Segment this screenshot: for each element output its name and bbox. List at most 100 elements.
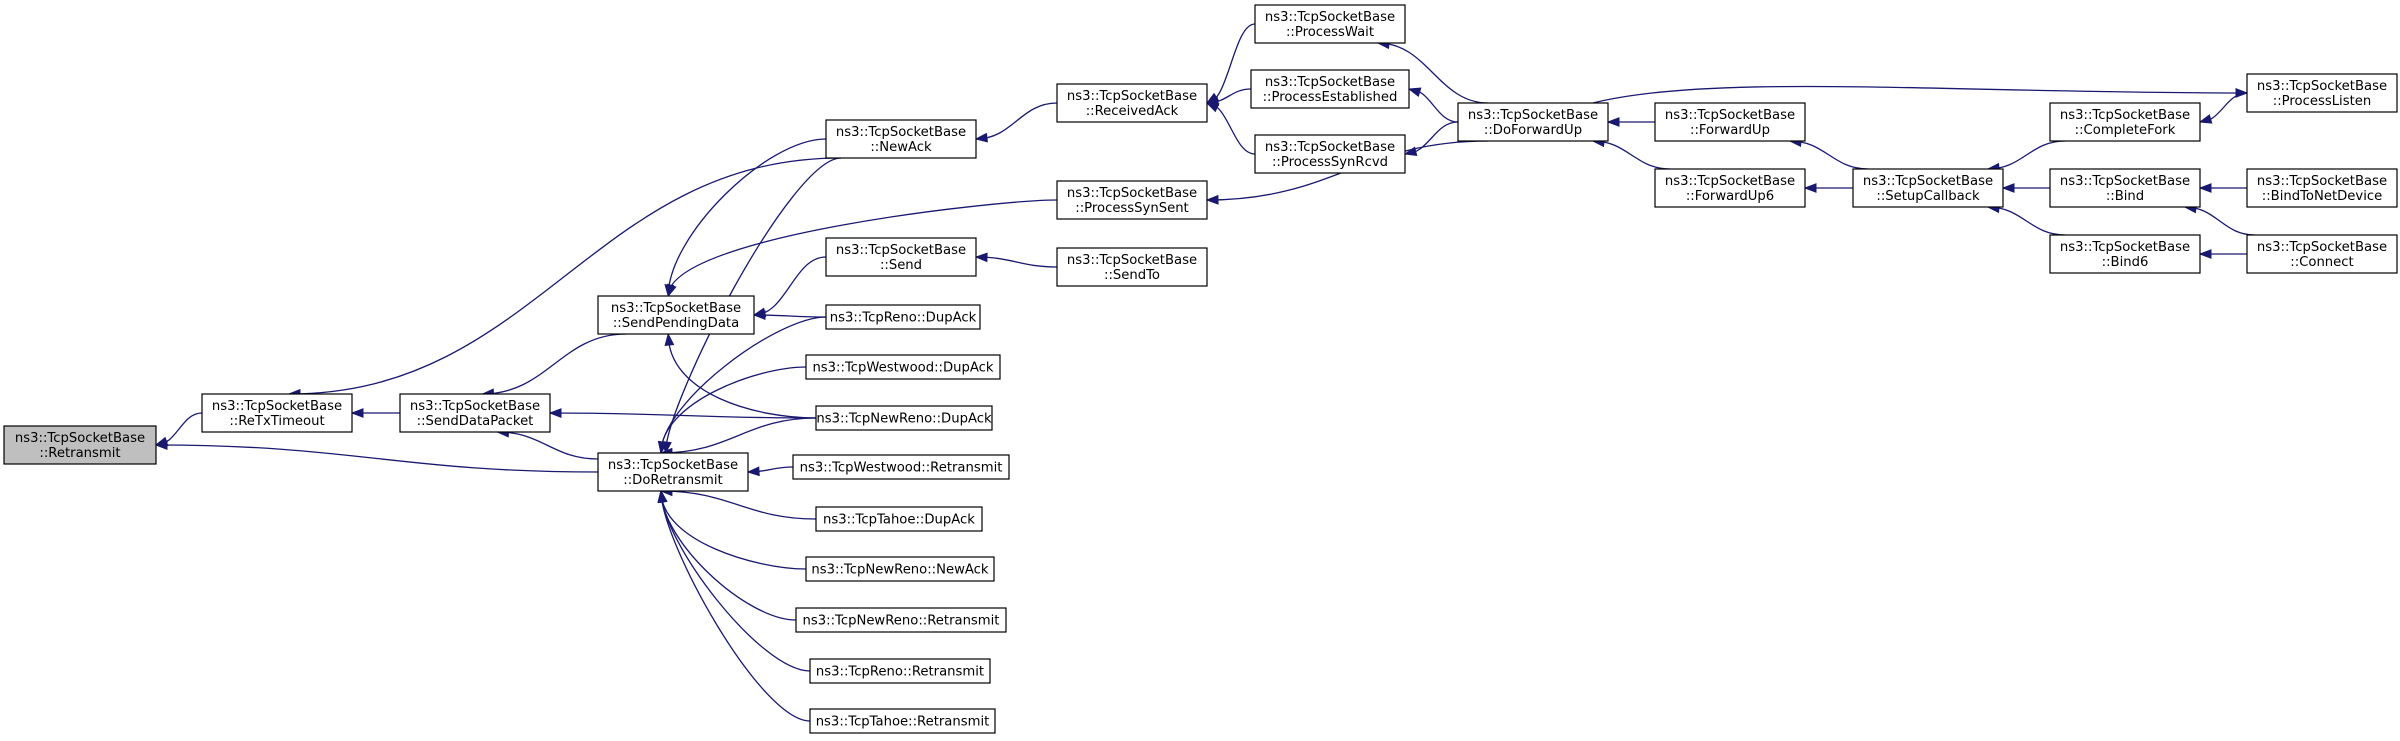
edge-doforwardup-to-processlisten (1592, 85, 2249, 104)
node-box (795, 607, 1007, 633)
arrow-head (657, 489, 668, 503)
edge-processwait-to-receivedack (1205, 23, 1256, 104)
node-processestablished[interactable]: ns3::TcpSocketBase::ProcessEstablished (1250, 69, 1410, 109)
node-connect[interactable]: ns3::TcpSocketBase::Connect (2246, 234, 2398, 274)
node-box (809, 658, 991, 684)
edge-bindtonetdevice-to-bind (2198, 183, 2247, 193)
node-receivedack[interactable]: ns3::TcpSocketBase::ReceivedAck (1056, 83, 1208, 123)
node-retransmit[interactable]: ns3::TcpSocketBase::Retransmit (3, 425, 157, 465)
node-forwardup[interactable]: ns3::TcpSocketBase::ForwardUp (1654, 102, 1806, 142)
node-label-line: ::SendDataPacket (417, 414, 534, 429)
node-tcptahoe-dupack[interactable]: ns3::TcpTahoe::DupAck (815, 506, 983, 532)
node-label-line: ::ProcessSynSent (1075, 201, 1188, 216)
node-label-line: ns3::TcpSocketBase (1665, 174, 1795, 189)
node-setupcallback[interactable]: ns3::TcpSocketBase::SetupCallback (1852, 168, 2004, 208)
edge-line (288, 157, 842, 395)
node-retxtimeout[interactable]: ns3::TcpSocketBase::ReTxTimeout (201, 393, 353, 433)
node-processwait[interactable]: ns3::TcpSocketBase::ProcessWait (1254, 4, 1406, 44)
node-tcpwestwood-retransmit[interactable]: ns3::TcpWestwood::Retransmit (792, 454, 1010, 480)
edge-doretransmit-to-retransmit (154, 440, 599, 473)
edge-line (482, 333, 627, 395)
node-label-line: ns3::TcpSocketBase (15, 431, 145, 446)
node-label-line: ns3::TcpSocketBase (2257, 174, 2387, 189)
node-label-line: ::DoForwardUp (1484, 123, 1582, 138)
node-tcpreno-retransmit[interactable]: ns3::TcpReno::Retransmit (809, 658, 991, 684)
node-tcpwestwood-dupack[interactable]: ns3::TcpWestwood::DupAck (805, 354, 1001, 380)
node-processsynrcvd[interactable]: ns3::TcpSocketBase::ProcessSynRcvd (1254, 134, 1406, 174)
node-box (1457, 102, 1609, 142)
arrow-head (746, 466, 760, 477)
node-label-line: ns3::TcpTahoe::DupAck (823, 513, 975, 528)
arrow-head (2198, 183, 2212, 193)
node-label-line: ::CompleteFork (2075, 123, 2176, 138)
node-completefork[interactable]: ns3::TcpSocketBase::CompleteFork (2049, 102, 2201, 142)
node-box (792, 454, 1010, 480)
edge-setupcallback-to-forwardup6 (1803, 183, 1853, 193)
node-box (1056, 180, 1208, 220)
edge-tcptahoe-dupack-to-doretransmit (659, 486, 817, 520)
edge-processlisten-to-completefork (2198, 92, 2248, 124)
node-label-line: ns3::TcpSocketBase (611, 301, 741, 316)
arrow-head (548, 408, 562, 418)
edge-tcpnewreno-dupack-to-senddatapacket (548, 408, 817, 419)
node-bindtonetdevice[interactable]: ns3::TcpSocketBase::BindToNetDevice (2246, 168, 2398, 208)
edge-connect-to-bind6 (2198, 249, 2247, 259)
node-forwardup6[interactable]: ns3::TcpSocketBase::ForwardUp6 (1654, 168, 1806, 208)
edge-line (660, 490, 807, 570)
node-sendpendingdata[interactable]: ns3::TcpSocketBase::SendPendingData (597, 295, 755, 335)
node-senddatapacket[interactable]: ns3::TcpSocketBase::SendDataPacket (399, 393, 551, 433)
edge-forwardup-to-doforwardup (1606, 117, 1655, 127)
node-label-line: ns3::TcpSocketBase (1265, 75, 1395, 90)
node-doforwardup[interactable]: ns3::TcpSocketBase::DoForwardUp (1457, 102, 1609, 142)
node-box (825, 304, 981, 330)
edge-line (753, 256, 827, 316)
node-label-line: ns3::TcpNewReno::DupAck (816, 412, 992, 427)
node-label-line: ns3::TcpSocketBase (410, 399, 540, 414)
node-send[interactable]: ns3::TcpSocketBase::Send (825, 237, 977, 277)
node-label-line: ::Send (880, 258, 922, 273)
edge-line (660, 490, 811, 722)
node-bind6[interactable]: ns3::TcpSocketBase::Bind6 (2049, 234, 2201, 274)
node-tcptahoe-retransmit[interactable]: ns3::TcpTahoe::Retransmit (809, 708, 996, 734)
node-label-line: ns3::TcpSocketBase (836, 125, 966, 140)
node-label-line: ns3::TcpSocketBase (1665, 108, 1795, 123)
arrow-head (2198, 249, 2212, 259)
nodes-layer: ns3::TcpSocketBase::Retransmitns3::TcpSo… (3, 4, 2398, 734)
node-tcpnewreno-retransmit[interactable]: ns3::TcpNewReno::Retransmit (795, 607, 1007, 633)
node-bind[interactable]: ns3::TcpSocketBase::Bind (2049, 168, 2201, 208)
node-label-line: ::SendPendingData (613, 316, 739, 331)
node-processsynsent[interactable]: ns3::TcpSocketBase::ProcessSynSent (1056, 180, 1208, 220)
node-tcpnewreno-dupack[interactable]: ns3::TcpNewReno::DupAck (815, 405, 993, 431)
node-label-line: ns3::TcpSocketBase (2060, 240, 2190, 255)
node-box (2246, 73, 2398, 113)
node-label-line: ::Bind (2106, 189, 2144, 204)
node-processlisten[interactable]: ns3::TcpSocketBase::ProcessListen (2246, 73, 2398, 113)
node-box (805, 556, 995, 582)
edge-send-to-sendpendingdata (752, 256, 827, 318)
node-box (1852, 168, 2004, 208)
node-doretransmit[interactable]: ns3::TcpSocketBase::DoRetransmit (597, 452, 749, 492)
edge-sendto-to-send (974, 252, 1058, 268)
node-tcpreno-dupack[interactable]: ns3::TcpReno::DupAck (825, 304, 981, 330)
edge-line (1987, 206, 2066, 236)
node-label-line: ::DoRetransmit (623, 473, 722, 488)
edge-senddatapacket-to-retxtimeout (350, 408, 401, 418)
node-tcpnewreno-newack[interactable]: ns3::TcpNewReno::NewAck (805, 556, 995, 582)
node-label-line: ::ReTxTimeout (229, 414, 324, 429)
node-sendto[interactable]: ns3::TcpSocketBase::SendTo (1056, 247, 1208, 287)
edge-tcpnewreno-dupack-to-sendpendingdata (664, 332, 817, 419)
node-box (815, 405, 993, 431)
edge-tcpreno-dupack-to-doretransmit (657, 316, 827, 455)
node-label-line: ns3::TcpSocketBase (1067, 186, 1197, 201)
edge-line (667, 138, 827, 297)
node-newack[interactable]: ns3::TcpSocketBase::NewAck (825, 119, 977, 159)
arrow-head (1403, 146, 1418, 157)
edge-line (549, 412, 817, 419)
edge-tcpwestwood-dupack-to-doretransmit (657, 366, 807, 455)
edge-bind-to-setupcallback (2001, 183, 2050, 193)
node-label-line: ns3::TcpSocketBase (1468, 108, 1598, 123)
node-box (1250, 69, 1410, 109)
arrow-head (154, 440, 168, 450)
edge-forwardup6-to-doforwardup (1591, 137, 1671, 170)
edge-newack-to-sendpendingdata (664, 138, 827, 298)
